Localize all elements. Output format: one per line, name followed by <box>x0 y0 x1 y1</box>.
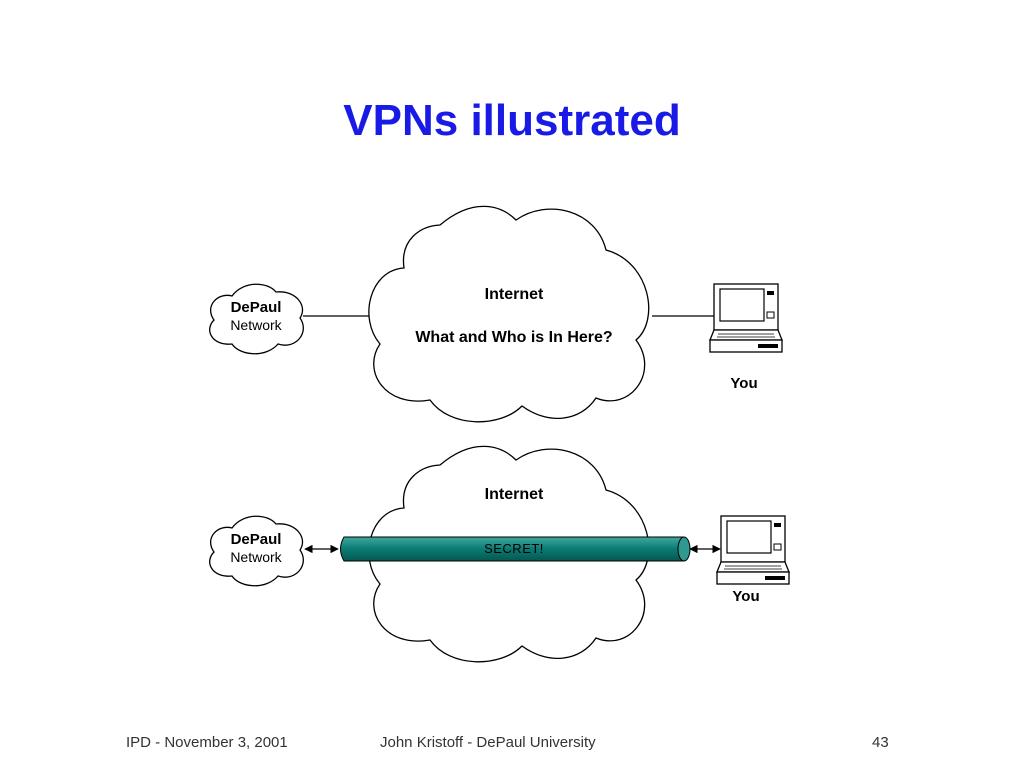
network-label-line2: Network <box>230 317 282 333</box>
depaul-network-cloud <box>209 283 304 355</box>
page-number: 43 <box>872 734 889 751</box>
tunnel-body <box>340 536 685 562</box>
client-label: You <box>730 375 757 392</box>
laptop-icon <box>709 283 783 353</box>
internet-label: Internet <box>485 486 544 503</box>
diagram-bottom: DePaul Network Internet SECRET! You <box>209 445 790 663</box>
network-label-line2: Network <box>230 549 282 565</box>
internet-cloud <box>368 205 650 423</box>
internet-caption: What and Who is In Here? <box>415 329 612 346</box>
network-label-line1: DePaul <box>231 299 282 316</box>
footer-left: IPD - November 3, 2001 <box>126 734 288 751</box>
client-label: You <box>732 588 759 605</box>
tunnel-end-cap <box>677 536 691 562</box>
slide-title: VPNs illustrated <box>343 96 681 145</box>
tunnel-label: SECRET! <box>484 541 544 556</box>
network-label-line1: DePaul <box>231 531 282 548</box>
internet-label: Internet <box>485 286 544 303</box>
depaul-network-cloud <box>209 515 304 587</box>
footer-center: John Kristoff - DePaul University <box>380 734 596 751</box>
laptop-icon <box>716 515 790 585</box>
diagram-top: DePaul Network Internet What and Who is … <box>209 205 783 423</box>
vpn-tunnel: SECRET! <box>340 536 691 562</box>
